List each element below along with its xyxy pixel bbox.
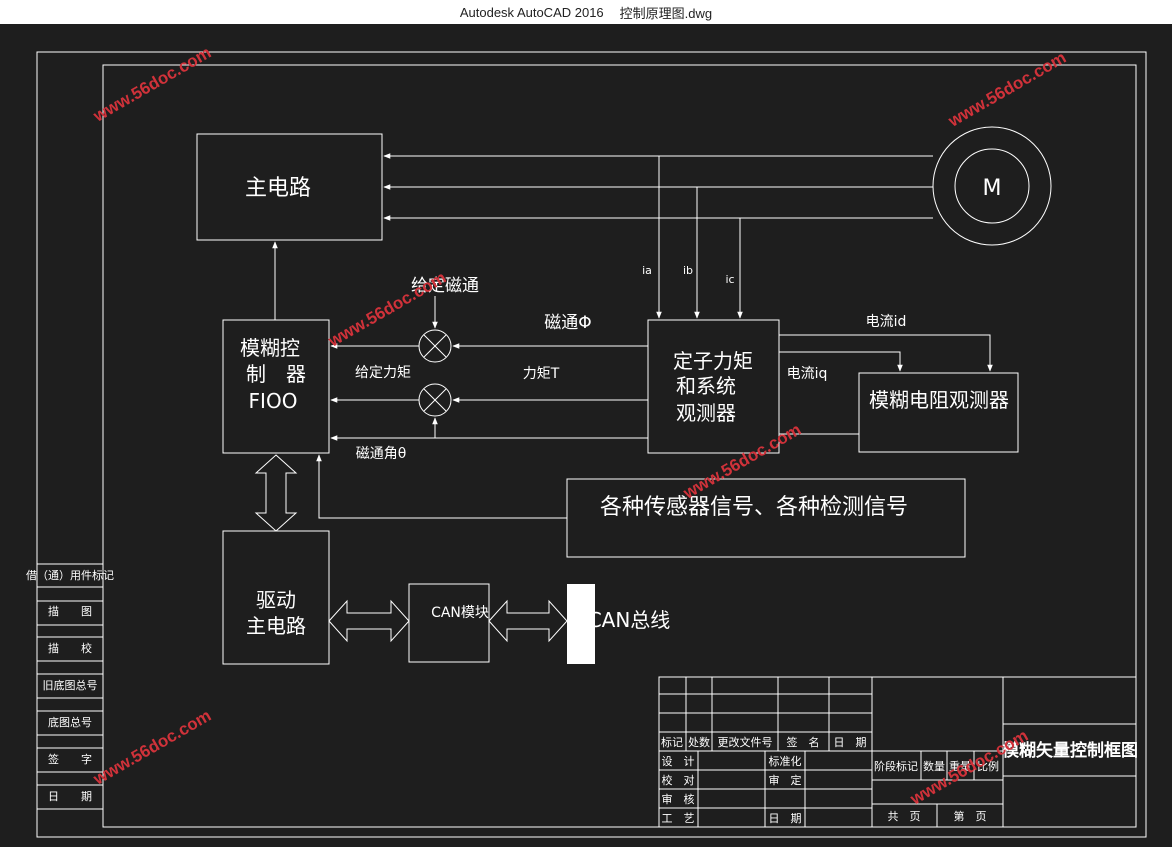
ic-label: ic xyxy=(725,273,734,286)
given-flux-label: 给定磁通 xyxy=(411,276,479,296)
flux-phi-label: 磁通Φ xyxy=(544,313,591,333)
title-block xyxy=(658,676,1137,828)
ib-label: ib xyxy=(683,264,693,277)
can-bus-double-arrow xyxy=(488,599,568,643)
tb-ratio: 比例 xyxy=(977,759,999,773)
tb-standard: 标准化 xyxy=(769,754,802,768)
sensor-to-controller-line xyxy=(316,454,567,519)
main-circuit-label: 主电路 xyxy=(245,176,311,201)
left-strip-5: 签 字 xyxy=(48,752,92,766)
tb-total-pages: 共 页 xyxy=(888,810,921,823)
stator-observer-line1: 定子力矩 xyxy=(673,349,753,373)
tb-header-mark: 标记 xyxy=(661,735,683,749)
outer-frame xyxy=(36,51,1147,838)
file-name: 控制原理图.dwg xyxy=(619,5,713,21)
drive-circuit-line1: 驱动 xyxy=(256,588,296,612)
tb-quantity: 数量 xyxy=(923,760,945,773)
ia-label: ia xyxy=(642,264,652,277)
app-title: Autodesk AutoCAD 2016 xyxy=(459,4,604,20)
window-titlebar: Autodesk AutoCAD 2016 控制原理图.dwg xyxy=(0,0,1172,24)
can-module-box[interactable] xyxy=(408,583,490,663)
fuzzy-controller-box[interactable] xyxy=(222,319,330,454)
main-circuit-box[interactable] xyxy=(196,133,383,241)
torque-t-label: 力矩T xyxy=(523,366,560,382)
controller-drive-double-arrow xyxy=(254,454,298,532)
watermark-4: www.56doc.com xyxy=(679,420,804,503)
left-strip-3: 旧底图总号 xyxy=(43,678,98,692)
stator-observer-line2: 和系统 xyxy=(676,374,736,398)
left-strip-6: 日 期 xyxy=(48,790,92,803)
tb-header-change-doc: 更改文件号 xyxy=(718,735,773,749)
cad-drawing: 主电路 M ia ib ic 给定磁通 磁通Φ 力矩T 磁通角θ 给定力矩 电流… xyxy=(26,43,1147,838)
current-id-line xyxy=(779,334,993,372)
drawing-canvas[interactable]: 主电路 M ia ib ic 给定磁通 磁通Φ 力矩T 磁通角θ 给定力矩 电流… xyxy=(0,24,1172,843)
left-strip-table xyxy=(36,563,104,810)
watermark-1: www.56doc.com xyxy=(89,43,214,126)
tb-header-date: 日 期 xyxy=(834,736,867,749)
left-strip-2: 描 校 xyxy=(48,641,92,655)
tb-review: 审 核 xyxy=(662,792,695,806)
left-strip-1: 描 图 xyxy=(48,604,92,618)
resistance-observer-label: 模糊电阻观测器 xyxy=(869,388,1009,412)
tb-approve: 审 定 xyxy=(769,773,802,787)
watermark-2: www.56doc.com xyxy=(944,48,1069,131)
fuzzy-controller-line2: 制 器 xyxy=(246,362,306,386)
tb-process: 工 艺 xyxy=(662,812,695,825)
tb-design: 设 计 xyxy=(662,755,695,768)
motor-label: M xyxy=(983,176,1002,201)
fuzzy-controller-line3: FIOO xyxy=(249,389,298,413)
watermark-5: www.56doc.com xyxy=(89,706,214,789)
can-bus-bar[interactable] xyxy=(567,584,595,664)
tb-check: 校 对 xyxy=(662,773,695,787)
drive-circuit-line2: 主电路 xyxy=(246,614,306,638)
current-id-label: 电流id xyxy=(866,314,907,330)
tb-date: 日 期 xyxy=(769,812,802,825)
inner-frame xyxy=(102,64,1137,828)
left-strip-0: 借（通）用件标记 xyxy=(26,568,114,582)
given-torque-label: 给定力矩 xyxy=(355,365,411,381)
stator-observer-box[interactable] xyxy=(647,319,780,454)
tb-page-no: 第 页 xyxy=(954,809,987,823)
sensor-signals-label: 各种传感器信号、各种检测信号 xyxy=(600,495,908,520)
current-iq-label: 电流iq xyxy=(787,366,828,382)
flux-angle-label: 磁通角θ xyxy=(356,446,407,462)
tb-header-sign: 签 名 xyxy=(787,735,820,749)
current-iq-line xyxy=(779,351,903,372)
motor-outer-circle[interactable] xyxy=(932,126,1052,246)
drive-can-double-arrow xyxy=(328,599,410,643)
can-bus-label: CAN总线 xyxy=(588,608,671,632)
stator-observer-line3: 观测器 xyxy=(676,401,736,425)
resistance-observer-box[interactable] xyxy=(858,372,1019,453)
tb-stage-mark: 阶段标记 xyxy=(874,759,918,773)
left-strip-4: 底图总号 xyxy=(48,715,92,729)
fuzzy-controller-line1: 模糊控 xyxy=(240,336,300,360)
tb-header-count: 处数 xyxy=(688,736,710,749)
tb-weight: 重量 xyxy=(949,759,971,773)
drawing-title: 模糊矢量控制框图 xyxy=(1002,740,1138,761)
motor-inner-circle xyxy=(954,148,1030,224)
watermark-3: www.56doc.com xyxy=(324,268,449,351)
can-module-label: CAN模块 xyxy=(431,605,489,621)
